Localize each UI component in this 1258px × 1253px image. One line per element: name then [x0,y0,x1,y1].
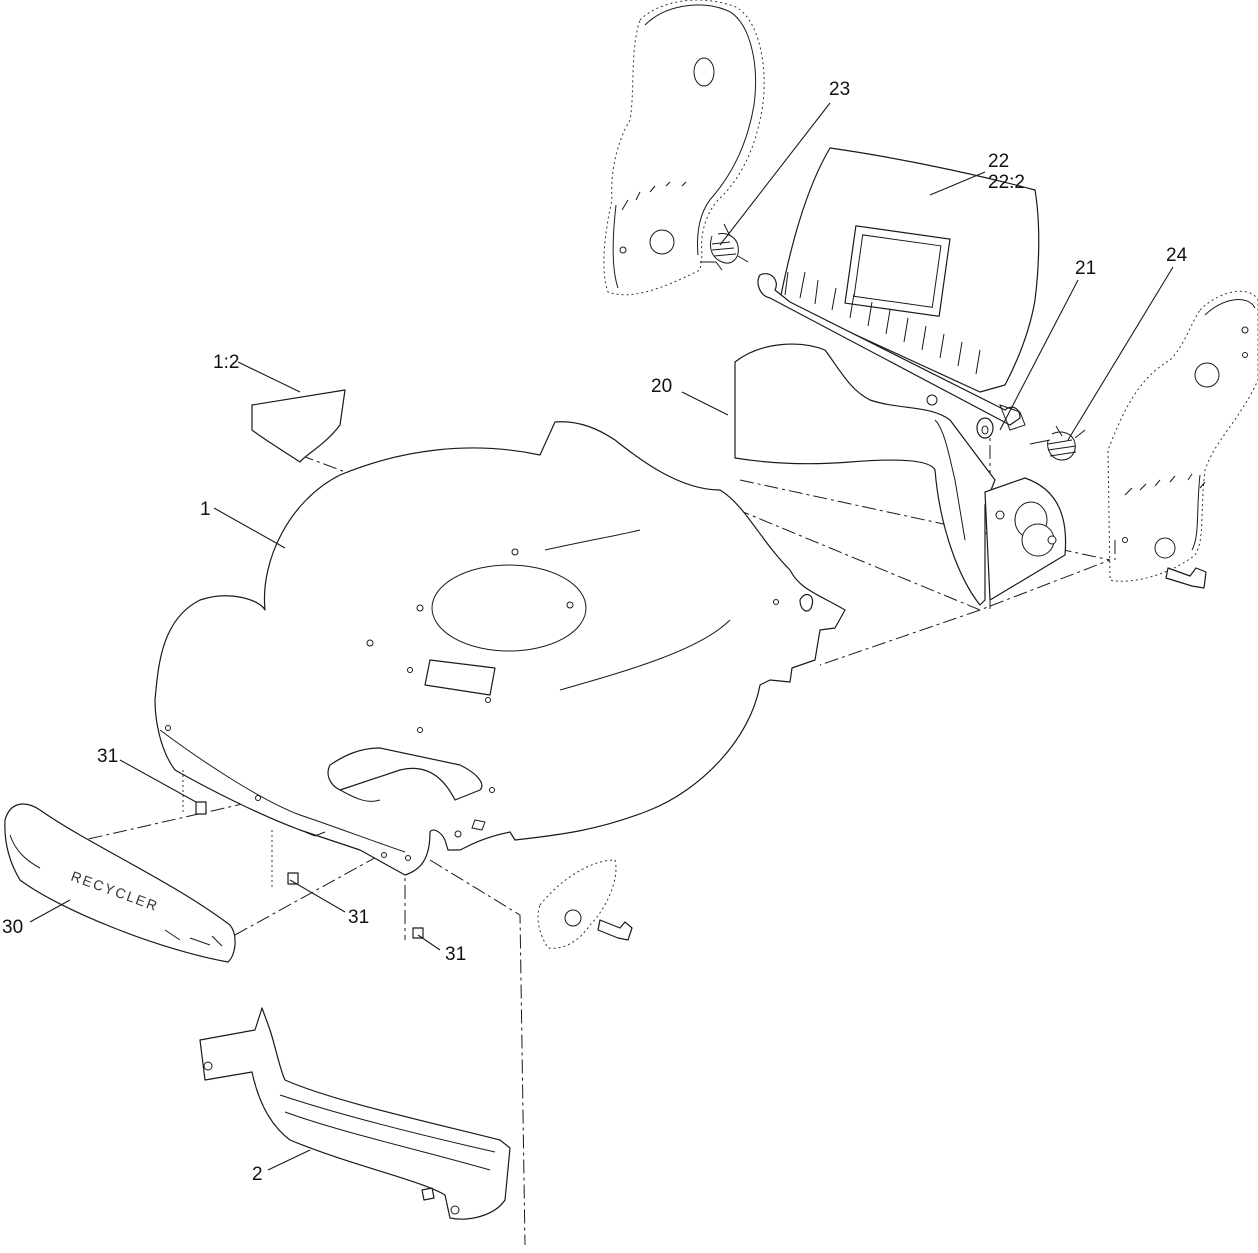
callout-pivot: 21 [1075,258,1096,279]
callout-bolt-a: 31 [97,746,118,767]
side-plate-left [603,0,765,296]
front-bumper: RECYCLER [4,803,236,963]
callout-bolt-c: 31 [445,944,466,965]
leader-lines [29,102,1174,1171]
wheel-bracket [537,859,633,949]
torsion-spring-left [700,223,749,271]
callout-chute: 20 [651,376,672,397]
callout-labels: 1:2 1 20 23 22 22:2 21 24 31 31 31 30 2 [2,79,1188,1185]
callout-decal: 1:2 [213,352,239,373]
pivot-bushing [976,404,1026,439]
decal-plate [251,389,346,463]
callout-spring-right: 24 [1166,245,1188,266]
callout-spring-left: 23 [829,79,850,100]
side-plate-right [1107,290,1258,589]
rear-chute [734,343,1067,606]
torsion-spring-right [1029,425,1086,461]
bolt-set [182,770,424,939]
callout-bolt-b: 31 [348,907,369,928]
callout-bumper: 30 [2,917,23,938]
mower-deck [154,421,846,876]
rear-guard [199,1007,511,1220]
callout-door-alt: 22:2 [988,172,1025,193]
callout-door: 22 [988,151,1009,172]
rear-door [757,147,1040,426]
callout-deck: 1 [200,499,211,520]
callout-rear-guard: 2 [252,1164,263,1185]
